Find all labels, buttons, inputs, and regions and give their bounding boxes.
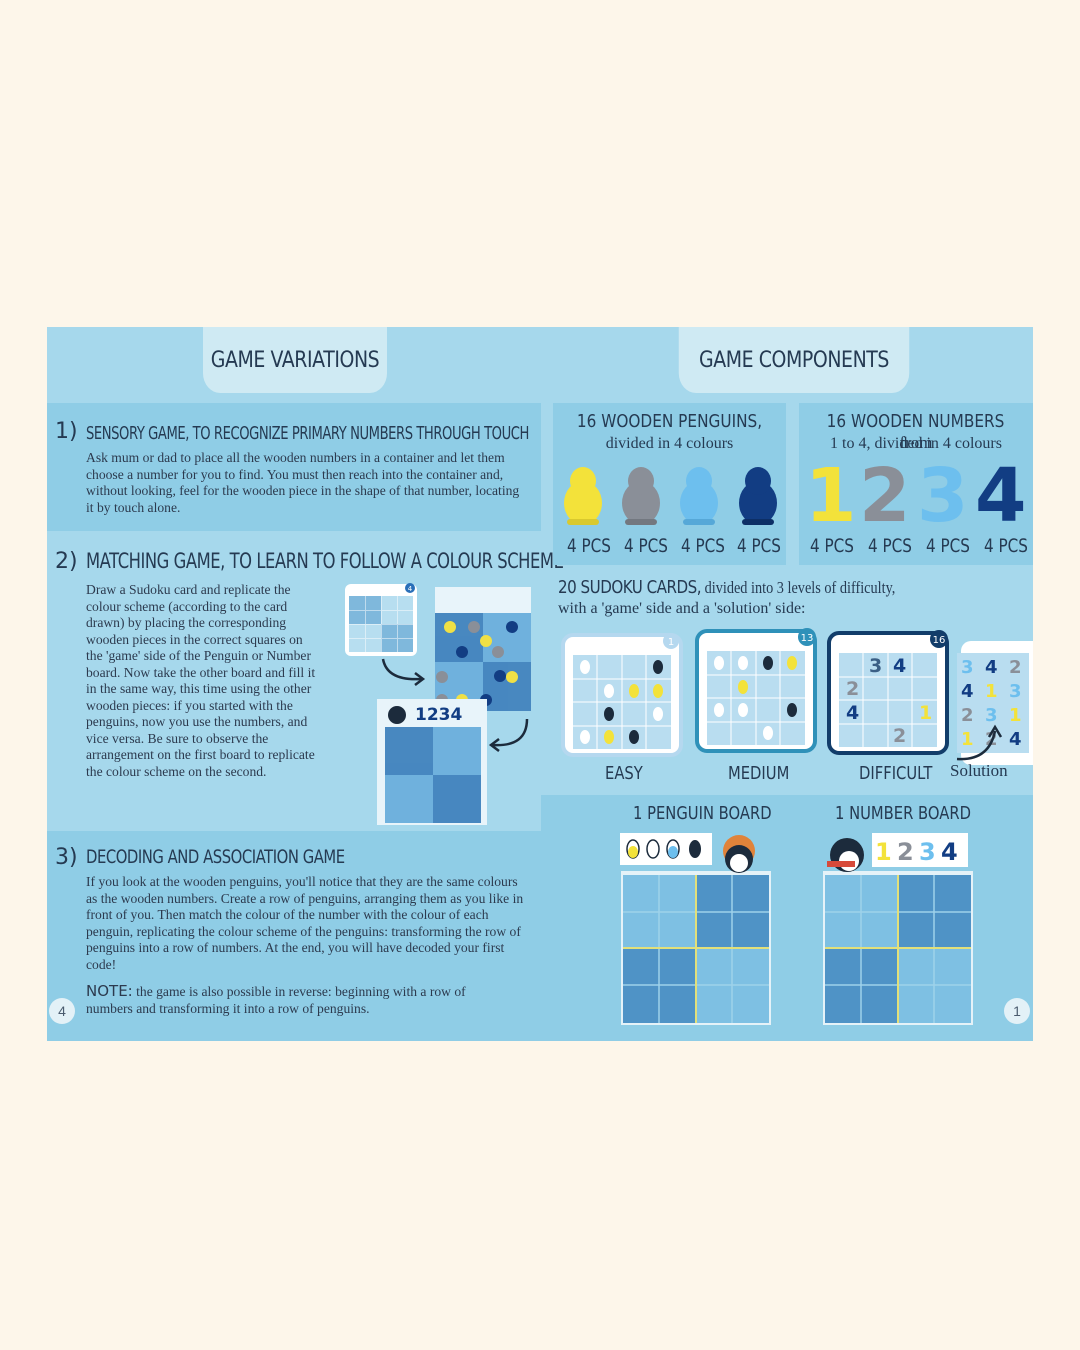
section-3-number: 3) bbox=[55, 845, 78, 870]
penguin-icon bbox=[564, 467, 602, 525]
wooden-number-1: 1 bbox=[805, 453, 857, 539]
small-card-number: 4 bbox=[408, 585, 413, 593]
penguin-board-filled bbox=[435, 587, 531, 711]
tab-game-components: GAME COMPONENTS bbox=[678, 327, 910, 393]
penguins-subtitle: divided in 4 colours bbox=[605, 435, 734, 452]
difficult-card: 3 4 2 4 1 2 16 bbox=[827, 630, 949, 755]
penguins-pcs-lightblue: 4 PCS bbox=[681, 535, 725, 557]
wooden-number-2: 2 bbox=[859, 453, 911, 539]
penguins-pcs-grey: 4 PCS bbox=[624, 535, 668, 557]
svg-text:3: 3 bbox=[919, 838, 936, 866]
cards-title: 20 SUDOKU CARDS, divided into 3 levels o… bbox=[558, 577, 896, 598]
section-1-panel bbox=[47, 403, 541, 531]
penguins-pcs-yellow: 4 PCS bbox=[567, 535, 611, 557]
section-1-body: Ask mum or dad to place all the wooden n… bbox=[86, 450, 520, 515]
number-board-label: 1 NUMBER BOARD bbox=[835, 803, 972, 824]
svg-text:3: 3 bbox=[961, 657, 974, 678]
level-difficult-label: DIFFICULT bbox=[859, 763, 933, 784]
numbers-pcs-2: 4 PCS bbox=[868, 535, 912, 557]
svg-text:1: 1 bbox=[961, 729, 974, 750]
note: NOTE: the game is also possible in rever… bbox=[86, 983, 506, 1017]
tab-game-variations: GAME VARIATIONS bbox=[202, 327, 388, 393]
numbers-pcs-4: 4 PCS bbox=[984, 535, 1028, 557]
svg-text:2: 2 bbox=[846, 678, 859, 700]
matching-game-illustration: 4 1234 bbox=[345, 583, 531, 825]
penguin-board bbox=[620, 833, 771, 1025]
svg-text:3: 3 bbox=[869, 655, 882, 677]
numbers-pcs-3: 4 PCS bbox=[926, 535, 970, 557]
medium-card: 13 bbox=[695, 628, 817, 753]
svg-text:4: 4 bbox=[1009, 729, 1022, 750]
small-sudoku-card: 4 bbox=[345, 583, 417, 656]
solution-card: 3 4 2 4 1 3 2 3 1 1 2 4 bbox=[957, 641, 1033, 765]
svg-text:1: 1 bbox=[1009, 705, 1022, 726]
numbers-panel bbox=[799, 403, 1033, 565]
level-easy-label: EASY bbox=[605, 763, 643, 784]
section-1-heading: SENSORY GAME, TO RECOGNIZE PRIMARY NUMBE… bbox=[86, 423, 529, 444]
number-board-digits: 1234 bbox=[415, 705, 462, 725]
difficult-card-badge: 16 bbox=[933, 635, 946, 646]
number-board-filled: 1234 bbox=[377, 699, 487, 825]
boards-illustration: 1 2 3 4 bbox=[620, 833, 973, 1025]
svg-text:3: 3 bbox=[1009, 681, 1022, 702]
number-board: 1 2 3 4 bbox=[823, 833, 973, 1025]
section-3-panel bbox=[47, 831, 541, 1041]
svg-text:2: 2 bbox=[961, 705, 974, 726]
medium-card-badge: 13 bbox=[801, 633, 814, 644]
numbers-title: 16 WOODEN NUMBERS from bbox=[827, 411, 1005, 452]
penguin-icon bbox=[622, 467, 660, 525]
svg-text:1: 1 bbox=[919, 702, 932, 724]
svg-text:1: 1 bbox=[875, 838, 892, 866]
numbers-subtitle: 1 to 4, divided in 4 colours bbox=[830, 435, 1002, 452]
section-2-heading: MATCHING GAME, TO LEARN TO FOLLOW A COLO… bbox=[86, 549, 564, 573]
svg-text:2: 2 bbox=[1009, 657, 1022, 678]
booklet-spread: GAME VARIATIONS GAME COMPONENTS 1) SENSO… bbox=[47, 327, 1033, 1041]
section-1-number: 1) bbox=[55, 419, 78, 444]
svg-text:2: 2 bbox=[893, 725, 906, 747]
svg-text:3: 3 bbox=[985, 705, 998, 726]
note-text: the game is also possible in reverse: be… bbox=[86, 984, 466, 1016]
penguin-icon bbox=[739, 467, 777, 525]
note-label: NOTE: bbox=[86, 982, 133, 1000]
penguin-board-label: 1 PENGUIN BOARD bbox=[633, 803, 772, 824]
penguin-icon bbox=[680, 467, 718, 525]
wooden-penguins-illustration bbox=[564, 467, 777, 525]
section-3-heading: DECODING AND ASSOCIATION GAME bbox=[86, 846, 345, 868]
wooden-number-4: 4 bbox=[975, 453, 1027, 539]
section-2-body: Draw a Sudoku card and replicate the col… bbox=[86, 582, 316, 779]
arrow-icon bbox=[381, 658, 422, 681]
svg-text:4: 4 bbox=[846, 702, 859, 724]
section-3-body: If you look at the wooden penguins, you'… bbox=[86, 874, 524, 972]
arrow-icon bbox=[956, 730, 997, 761]
arrow-icon bbox=[492, 718, 529, 747]
svg-text:4: 4 bbox=[893, 655, 906, 677]
svg-text:4: 4 bbox=[941, 838, 958, 866]
wooden-number-3: 3 bbox=[917, 453, 969, 539]
level-medium-label: MEDIUM bbox=[728, 763, 790, 784]
svg-text:4: 4 bbox=[985, 657, 998, 678]
page-number-left: 4 bbox=[49, 998, 75, 1024]
solution-label: Solution bbox=[950, 761, 1008, 780]
svg-text:4: 4 bbox=[961, 681, 974, 702]
svg-text:1: 1 bbox=[985, 681, 998, 702]
penguins-title: 16 WOODEN PENGUINS, bbox=[576, 411, 763, 432]
numbers-pcs-1: 4 PCS bbox=[810, 535, 854, 557]
sudoku-cards-illustration: 1 13 3 4 2 4 1 2 16 bbox=[561, 628, 1033, 765]
easy-card: 1 bbox=[561, 633, 683, 757]
cards-subtitle: with a 'game' side and a 'solution' side… bbox=[558, 600, 806, 617]
penguins-pcs-navy: 4 PCS bbox=[737, 535, 781, 557]
page-number-right: 1 bbox=[1004, 998, 1030, 1024]
easy-card-badge: 1 bbox=[668, 637, 674, 648]
svg-text:2: 2 bbox=[897, 838, 914, 866]
section-2-number: 2) bbox=[55, 549, 78, 574]
